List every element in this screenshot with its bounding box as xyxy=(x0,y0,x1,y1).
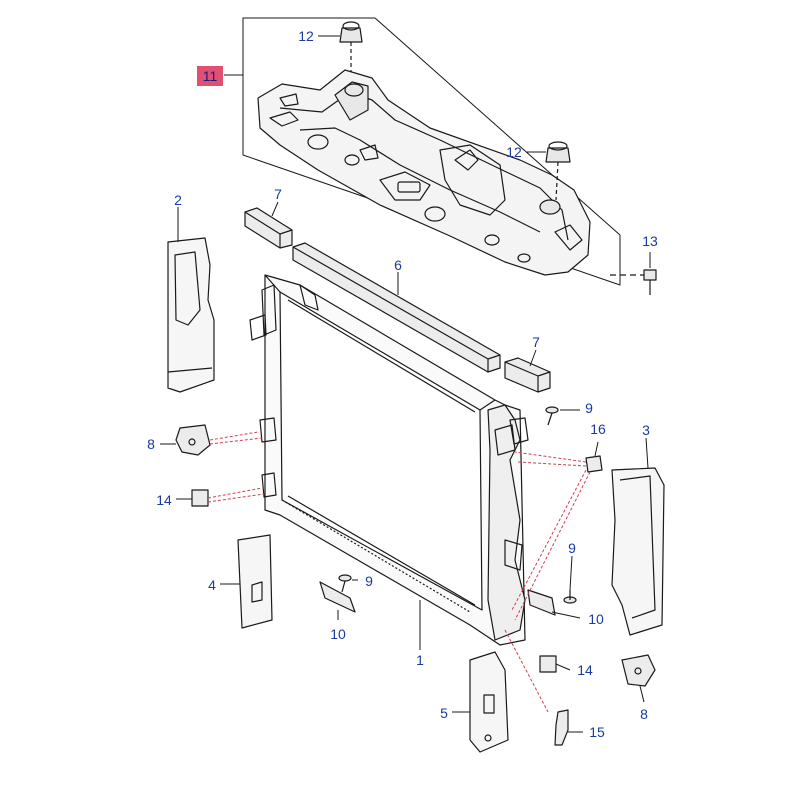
callout-8a[interactable]: 8 xyxy=(147,436,155,452)
subframe-part-11 xyxy=(257,69,591,276)
callout-16[interactable]: 16 xyxy=(590,421,606,437)
bracket-part-8b xyxy=(621,654,656,687)
callout-13[interactable]: 13 xyxy=(642,233,658,249)
bolt-part-9b xyxy=(338,574,352,593)
callout-7a[interactable]: 7 xyxy=(274,186,282,202)
deflector-part-4 xyxy=(237,534,273,629)
radiator-part-1 xyxy=(249,274,529,646)
bracket-part-10b xyxy=(527,589,556,616)
callout-9a[interactable]: 9 xyxy=(585,400,593,416)
callout-14b[interactable]: 14 xyxy=(577,662,593,678)
sensor-part-16 xyxy=(585,455,603,473)
seal-part-7b xyxy=(504,357,551,393)
deflector-part-5 xyxy=(469,651,509,753)
callout-9b[interactable]: 9 xyxy=(365,573,373,589)
bolt-part-9a xyxy=(545,406,559,426)
clip-part-14b xyxy=(539,655,557,673)
callout-12b[interactable]: 12 xyxy=(506,144,522,160)
bolt-part-9c xyxy=(563,590,577,604)
callout-8b[interactable]: 8 xyxy=(640,706,648,722)
callout-6[interactable]: 6 xyxy=(394,257,402,273)
callout-9c[interactable]: 9 xyxy=(568,540,576,556)
group-outline-11 xyxy=(242,17,621,286)
clip-part-14a xyxy=(191,489,209,507)
callout-1[interactable]: 1 xyxy=(416,652,424,668)
callout-15[interactable]: 15 xyxy=(589,724,605,740)
callout-10b[interactable]: 10 xyxy=(588,611,604,627)
callout-12a[interactable]: 12 xyxy=(298,28,314,44)
air-guide-part-3 xyxy=(611,467,665,636)
seal-part-7a xyxy=(244,207,293,249)
air-guide-part-2 xyxy=(167,237,215,393)
mount-part-12b xyxy=(545,141,571,201)
callout-4[interactable]: 4 xyxy=(208,577,216,593)
fastener-part-13 xyxy=(610,269,657,298)
callout-14a[interactable]: 14 xyxy=(156,492,172,508)
callout-10a[interactable]: 10 xyxy=(330,626,346,642)
bracket-part-8a xyxy=(175,424,211,456)
callout-5[interactable]: 5 xyxy=(440,705,448,721)
sensor-part-15 xyxy=(554,709,569,746)
callout-7b[interactable]: 7 xyxy=(532,334,540,350)
mount-part-12a xyxy=(339,21,363,72)
callout-3[interactable]: 3 xyxy=(642,422,650,438)
callout-11[interactable]: 11 xyxy=(197,66,223,86)
callout-2[interactable]: 2 xyxy=(174,192,182,208)
bracket-part-10a xyxy=(319,581,356,613)
seal-part-6 xyxy=(292,242,501,373)
